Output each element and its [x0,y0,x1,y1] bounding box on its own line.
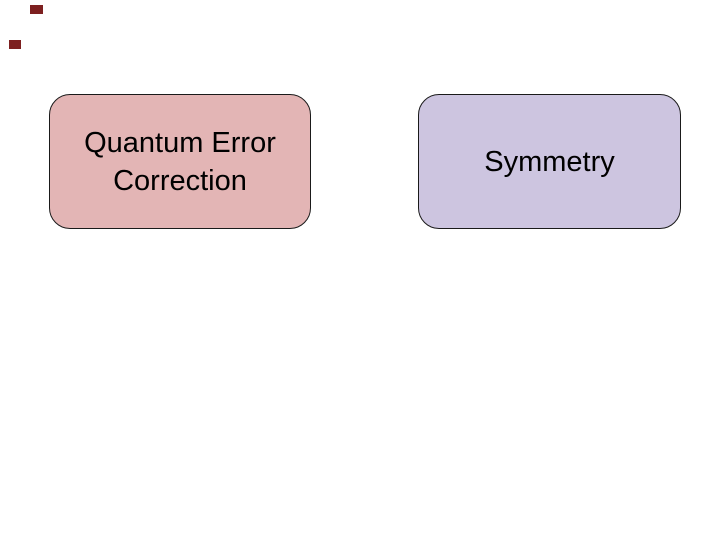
symmetry-shape: Symmetry [418,94,681,229]
quantum-error-correction-label: Quantum Error Correction [84,126,276,197]
quantum-error-correction-shape: Quantum Error Correction [49,94,311,229]
corner-fragment-top [30,5,43,14]
corner-fragment-left [9,40,21,49]
symmetry-label: Symmetry [484,145,615,178]
